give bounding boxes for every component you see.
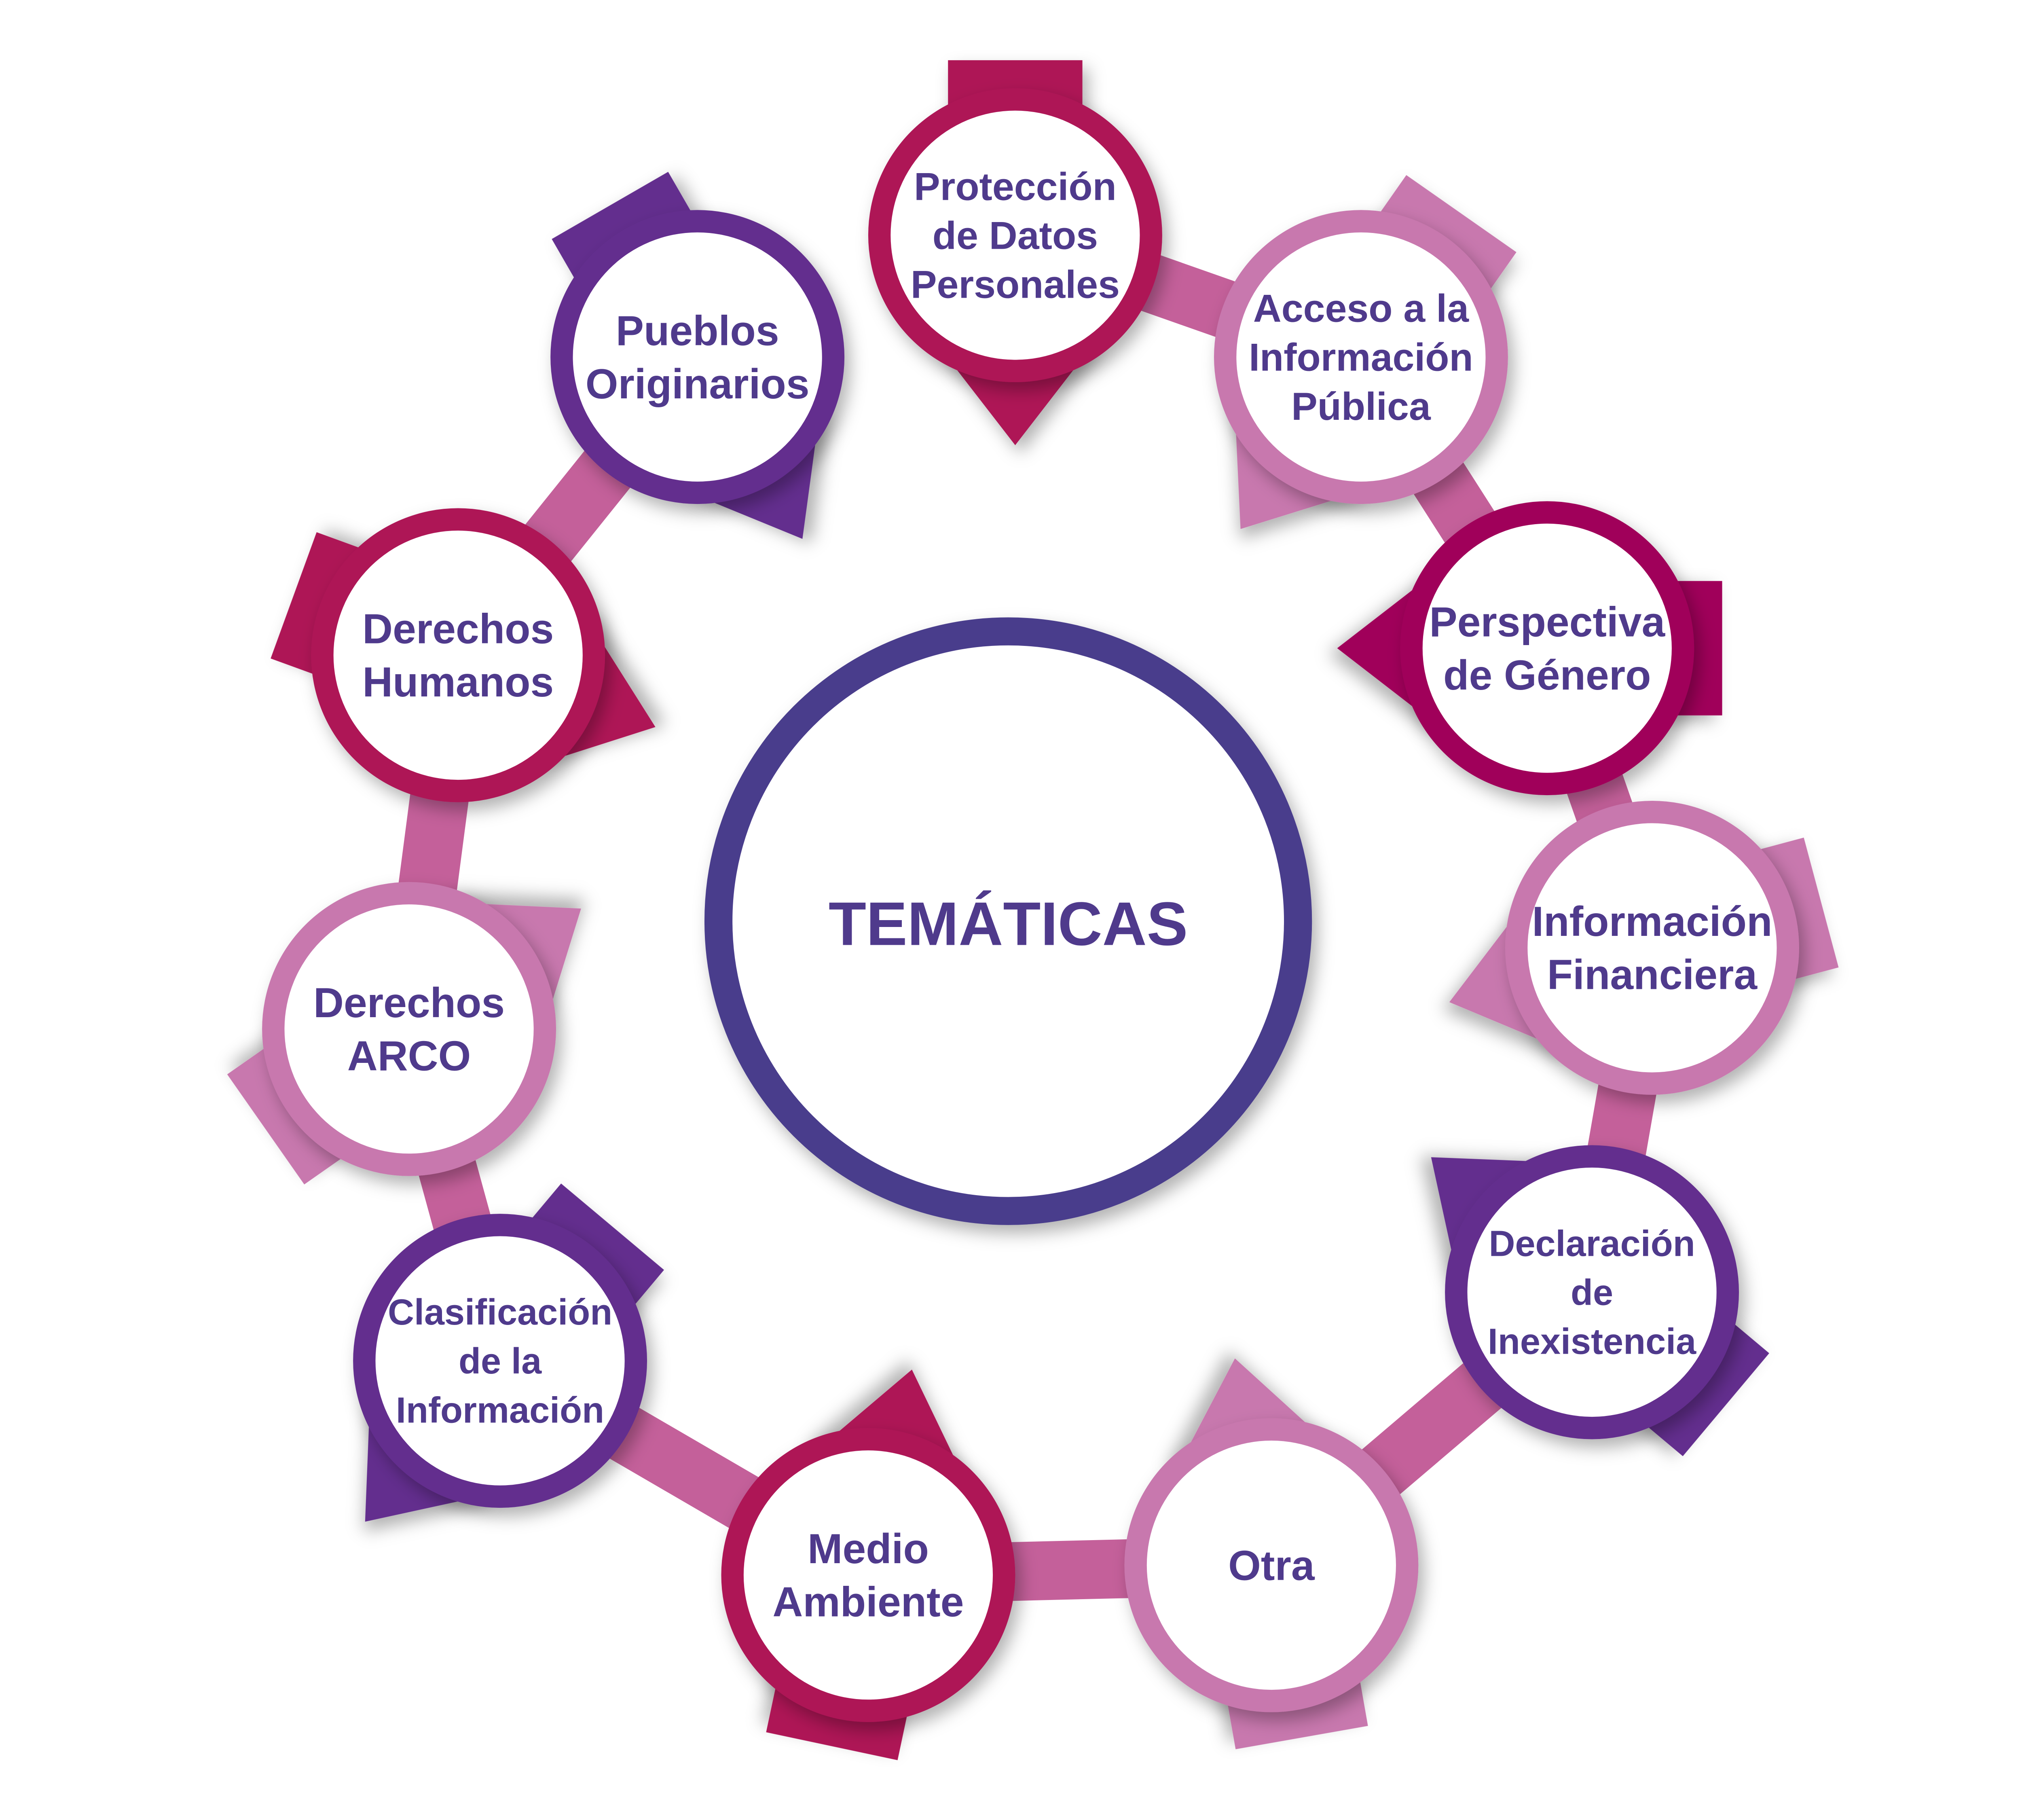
topic-label-line: Humanos [362,659,554,706]
topic-label-line: de Género [1443,652,1651,699]
topic-disc [1467,1167,1717,1417]
topic-label-line: Pública [1291,384,1431,428]
topic-disc [1236,232,1486,482]
topic-label: Perspectiva de Género [1429,599,1665,699]
topic-label-line: Protección [914,164,1117,208]
topic-node[interactable]: Otra [1124,1344,1419,1752]
topic-label: Otra [1228,1542,1315,1589]
topic-node[interactable]: Clasificación de la Información [303,1175,675,1574]
topic-label-line: Financiera [1547,952,1758,999]
topic-label-line: Originarios [586,361,810,408]
center-hub: TEMÁTICAS [704,617,1312,1225]
topic-label-line: Medio [808,1526,929,1572]
topic-disc [743,1450,993,1700]
topic-disc [333,530,583,780]
topic-label: Clasificación de la Información [388,1292,612,1431]
topic-disc [284,904,534,1154]
topic-disc [890,110,1140,360]
topic-label-line: Derechos [313,980,505,1026]
topic-label-line: de Datos [933,213,1098,257]
topic-node[interactable]: Perspectiva de Género [1337,501,1722,796]
topic-label-line: Información [396,1390,604,1431]
topic-label-line: Información [1532,898,1772,945]
topic-label-line: ARCO [347,1033,471,1079]
topic-disc [1422,523,1672,773]
topic-label-line: de [1571,1272,1613,1313]
topic-label-line: Personales [911,262,1120,307]
center-title: TEMÁTICAS [829,890,1188,959]
topic-disc [1527,823,1777,1073]
topic-label-line: Información [1249,335,1473,379]
topic-label-line: Declaración [1489,1223,1695,1264]
topic-label-line: de la [459,1341,542,1382]
topic-disc [375,1236,625,1486]
center-ring [704,617,1312,1225]
topic-label-line: Ambiente [772,1579,964,1625]
topic-label-line: Inexistencia [1488,1322,1696,1362]
topic-label-line: Clasificación [388,1292,612,1333]
topic-label-line: Otra [1228,1542,1315,1589]
topic-label-line: Pueblos [616,307,779,354]
topic-label-line: Derechos [362,606,554,653]
topic-label-line: Acceso a la [1253,286,1469,330]
topic-disc [1146,1440,1396,1690]
topic-disc [573,232,822,482]
topic-label-line: Perspectiva [1429,599,1665,645]
